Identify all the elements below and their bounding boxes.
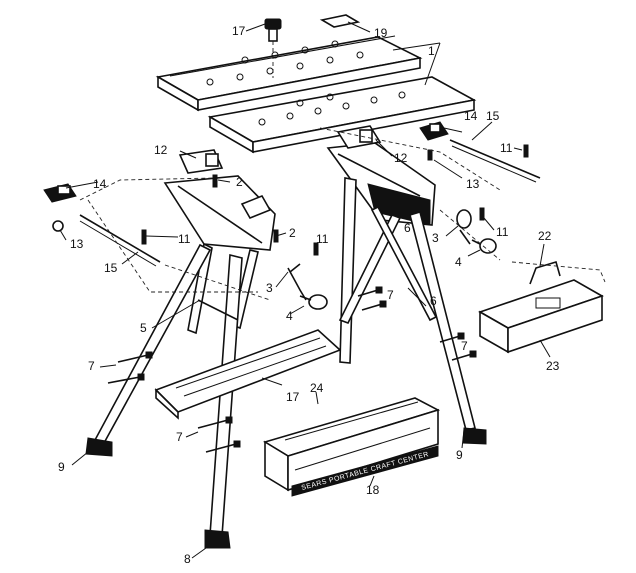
callout-5: 5 (140, 321, 147, 335)
callout-6: 6 (430, 294, 437, 308)
callout-11-right-mid: 11 (496, 225, 509, 239)
lever-part-3-right (456, 209, 472, 245)
callout-14-right: 14 (464, 109, 478, 123)
callout-4-left: 4 (286, 309, 293, 323)
clamp-block-14-right (419, 121, 449, 141)
callout-9-left: 9 (58, 460, 65, 474)
callout-23: 23 (546, 359, 560, 373)
tool-box-23 (478, 279, 604, 354)
pin-part-11-left (141, 229, 147, 245)
knob-part-4-right (471, 238, 497, 254)
bolt-set-7-lower-left (197, 416, 241, 453)
pin-part-11-right-top (523, 144, 529, 158)
peg-part-16 (264, 18, 282, 42)
callout-15-right: 15 (486, 109, 500, 123)
crank-rod-15-right (449, 139, 541, 183)
callout-6-upper: 6 (404, 221, 411, 235)
callout-7-left-upper: 7 (88, 359, 95, 373)
lower-panel-24 (263, 397, 441, 492)
callout-1: 1 (428, 44, 435, 58)
work-top-board-front (207, 76, 477, 154)
callout-4-right: 4 (455, 255, 462, 269)
clamp-block-14-left (43, 183, 77, 203)
screw-part-13-right (427, 149, 433, 161)
callout-12-right: 12 (394, 151, 408, 165)
callout-2-mid: 2 (289, 226, 296, 240)
lever-part-3-left (287, 263, 307, 301)
callout-22: 22 (538, 229, 552, 243)
callout-3-left: 3 (266, 281, 273, 295)
right-frame (326, 142, 476, 431)
callout-16: 17 (232, 24, 246, 38)
callout-7-middle: 7 (387, 288, 394, 302)
work-top-board-rear (155, 35, 423, 112)
callout-11-right-top: 11 (500, 141, 513, 155)
callout-18: 18 (366, 483, 380, 497)
callout-17: 17 (286, 390, 300, 404)
crank-rod-15-left (79, 214, 161, 267)
callout-7-left-lower: 7 (176, 430, 183, 444)
callout-7-right: 7 (461, 339, 468, 353)
leader-lines (59, 21, 551, 559)
left-frame (93, 175, 276, 537)
pad-part-19 (319, 14, 361, 28)
callout-13-left: 13 (70, 237, 84, 251)
callout-2-left: 2 (236, 175, 243, 189)
callout-13-right: 13 (466, 177, 480, 191)
callout-9-right: 9 (456, 448, 463, 462)
callout-14-left: 14 (93, 177, 107, 191)
knob-part-4-left (299, 294, 328, 310)
callout-12-left: 12 (154, 143, 168, 157)
callout-15-left: 15 (104, 261, 118, 275)
front-foot-8 (204, 529, 231, 549)
callout-8: 8 (184, 552, 191, 566)
callout-11-mid: 11 (316, 232, 329, 246)
bolt-set-7-right (439, 332, 477, 361)
bracket-part-12-right (336, 125, 382, 149)
callout-3-right: 3 (432, 231, 439, 245)
tool-box-handle-22 (529, 261, 561, 285)
screw-part-13-left (52, 220, 64, 232)
right-foot-9 (462, 427, 487, 445)
left-foot-9 (85, 437, 113, 457)
bolt-part-2-left (212, 174, 218, 188)
bolt-set-7-middle (357, 286, 387, 311)
callout-11-left: 11 (178, 232, 191, 246)
bolt-set-7-upper-left (107, 351, 153, 384)
pin-part-11-right-mid (479, 207, 485, 221)
lower-panel-17 (154, 329, 342, 420)
pin-part-11-mid (313, 242, 319, 256)
callout-19: 19 (374, 26, 388, 40)
callout-24: 24 (310, 381, 324, 395)
